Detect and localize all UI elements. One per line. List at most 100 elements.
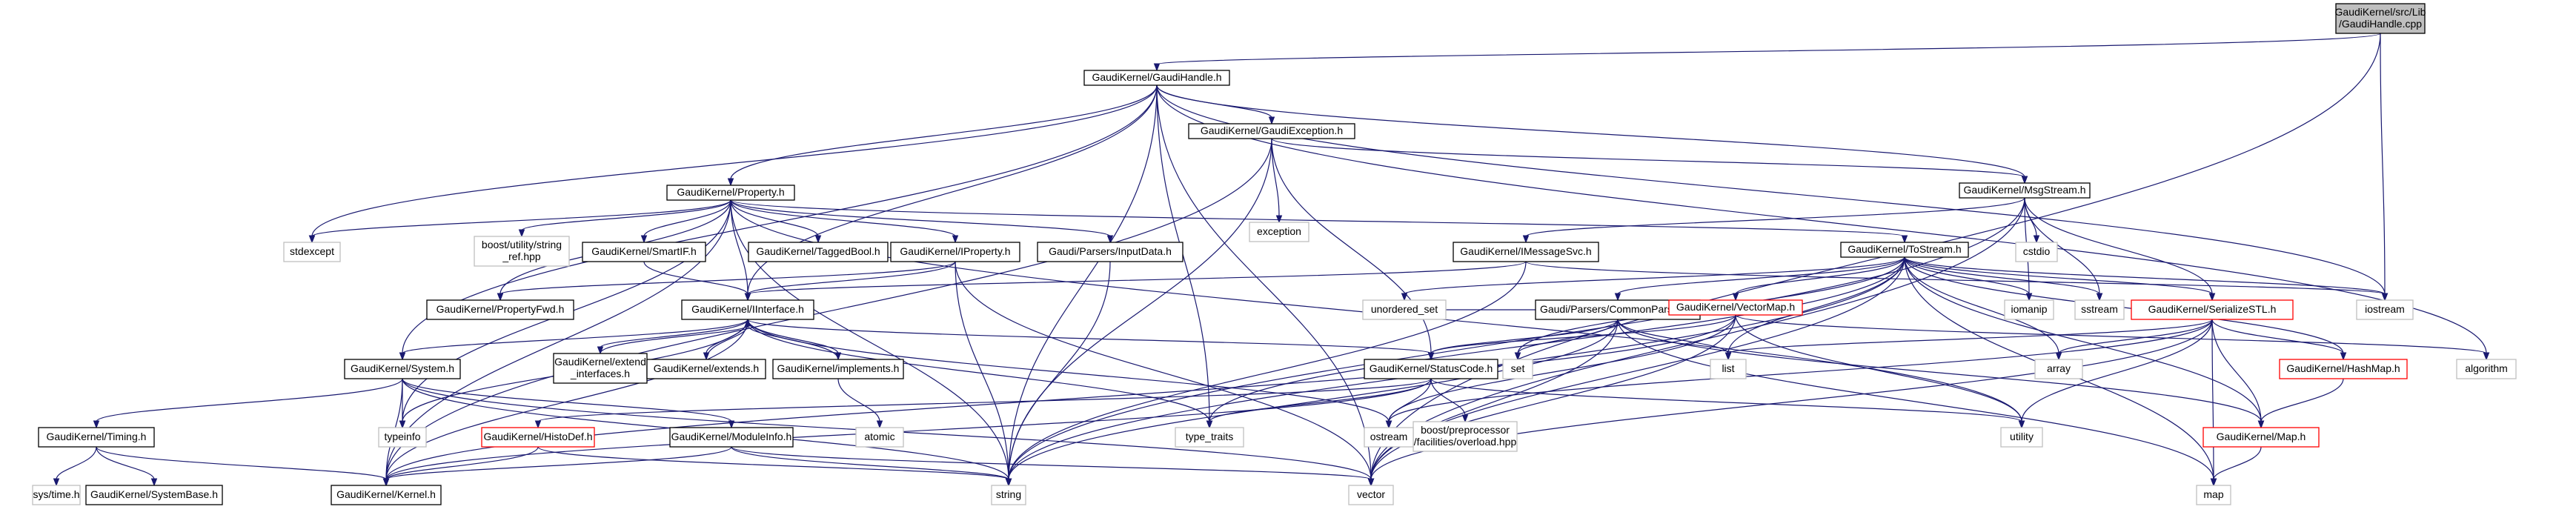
node-label: GaudiKernel/Timing.h (47, 431, 147, 442)
node-label: GaudiKernel/Map.h (2217, 431, 2306, 442)
node-label: GaudiKernel/GaudiException.h (1201, 124, 1343, 136)
edge-cparsers-to-set (1514, 319, 1619, 361)
node-label: GaudiKernel/StatusCode.h (1370, 362, 1493, 374)
node-label: iostream (2365, 303, 2405, 315)
edge-sc-to-ostream (1385, 378, 1432, 429)
node-label: GaudiKernel/GaudiHandle.h (1092, 71, 1221, 83)
edge-root-to-gh (1153, 33, 2381, 72)
edge-iprop-to-pfwd (497, 261, 956, 302)
node-label: GaudiKernel/SmartIF.h (591, 245, 697, 257)
edge-impl-to-atomic (837, 378, 883, 429)
node-label: GaudiKernel/HistoDef.h (483, 431, 592, 442)
node-histodef[interactable]: GaudiKernel/HistoDef.h (481, 427, 595, 448)
node-label: GaudiKernel/Kernel.h (336, 488, 436, 500)
node-extif[interactable]: GaudiKernel/extend_interfaces.h (553, 353, 648, 384)
node-smartif[interactable]: GaudiKernel/SmartIF.h (582, 242, 706, 262)
node-label: /GaudiHandle.cpp (2339, 18, 2422, 30)
node-label: GaudiKernel/SerializeSTL.h (2148, 303, 2277, 315)
node-root[interactable]: GaudiKernel/src/Lib/GaudiHandle.cpp (2335, 3, 2426, 34)
node-label: boost/preprocessor (1421, 424, 1510, 436)
node-typetraits: type_traits (1175, 427, 1244, 448)
edge-histodef-to-string (537, 446, 1012, 487)
node-atomic: atomic (855, 427, 904, 448)
edge-impl-to-iface (744, 318, 839, 360)
node-timing[interactable]: GaudiKernel/Timing.h (38, 427, 155, 448)
node-label: GaudiKernel/implements.h (777, 362, 900, 374)
edge-serstl-to-list (1724, 319, 2213, 361)
node-prop[interactable]: GaudiKernel/Property.h (666, 185, 795, 201)
edge-map-to-stdmap (2210, 446, 2262, 487)
node-iface[interactable]: GaudiKernel/IInterface.h (681, 299, 814, 320)
node-label: GaudiKernel/IProperty.h (900, 245, 1010, 257)
node-kernel[interactable]: GaudiKernel/Kernel.h (331, 485, 442, 505)
edge-prop-to-strref (518, 199, 731, 238)
node-sc[interactable]: GaudiKernel/StatusCode.h (1364, 359, 1498, 379)
edge-ge-to-exception (1271, 138, 1283, 224)
edge-sc-to-boostpp (1430, 378, 1469, 423)
node-extends[interactable]: GaudiKernel/extends.h (646, 359, 766, 379)
node-strref: boost/utility/string_ref.hpp (474, 236, 570, 267)
node-hashmap[interactable]: GaudiKernel/HashMap.h (2279, 359, 2408, 379)
edge-ms-to-imsg (1522, 197, 2025, 244)
node-label: unordered_set (1371, 303, 1438, 315)
edge-gh-to-vector (1156, 84, 1375, 487)
node-modinfo[interactable]: GaudiKernel/ModuleInfo.h (669, 427, 794, 448)
edge-iface-to-sc (747, 319, 1435, 361)
node-label: sys/time.h (33, 488, 79, 500)
node-iprop[interactable]: GaudiKernel/IProperty.h (890, 242, 1020, 262)
node-label: cstdio (2023, 245, 2051, 257)
node-label: algorithm (2465, 362, 2508, 374)
edge-tostream-to-iostream (1904, 256, 2389, 302)
edge-tostream-to-serstl (1904, 256, 2216, 302)
node-stdmap: map (2196, 485, 2231, 505)
edge-cparsers-to-sc (1427, 319, 1619, 361)
node-label: set (1511, 362, 1525, 374)
node-label: iomanip (2011, 303, 2047, 315)
node-label: array (2047, 362, 2071, 374)
edge-tostream-to-cparsers (1614, 256, 1905, 302)
edge-prop-to-iprop (730, 199, 959, 244)
edge-prop-to-tostream (730, 199, 1908, 244)
node-tagged[interactable]: GaudiKernel/TaggedBool.h (748, 242, 889, 262)
edge-modinfo-to-vector (731, 446, 1375, 487)
node-inputdata[interactable]: Gaudi/Parsers/InputData.h (1037, 242, 1184, 262)
node-sstream: sstream (2074, 299, 2125, 320)
node-ms[interactable]: GaudiKernel/MsgStream.h (1959, 182, 2091, 199)
node-set: set (1502, 359, 1533, 379)
edge-tostream-to-uset (1401, 256, 1905, 302)
node-label: string (996, 488, 1021, 500)
node-system[interactable]: GaudiKernel/System.h (344, 359, 461, 379)
node-tostream[interactable]: GaudiKernel/ToStream.h (1840, 242, 1969, 258)
node-label: _interfaces.h (570, 368, 630, 379)
edge-prop-to-smartif (640, 199, 731, 244)
edge-timing-to-systime (53, 446, 97, 487)
node-label: _ref.hpp (502, 250, 541, 262)
node-label: ostream (1370, 431, 1408, 442)
node-gh[interactable]: GaudiKernel/GaudiHandle.h (1083, 70, 1230, 86)
node-pfwd[interactable]: GaudiKernel/PropertyFwd.h (426, 299, 574, 320)
edge-gh-to-iface (744, 84, 1158, 302)
node-ostream: ostream (1364, 427, 1414, 448)
node-impl[interactable]: GaudiKernel/implements.h (772, 359, 904, 379)
node-cstdio: cstdio (2015, 242, 2058, 262)
node-ge[interactable]: GaudiKernel/GaudiException.h (1188, 123, 1355, 139)
edge-root-to-iostream (2380, 33, 2389, 302)
node-label: type_traits (1186, 431, 1234, 442)
edge-ge-to-sc (1271, 138, 1435, 361)
node-label: GaudiKernel/extend (554, 356, 646, 368)
node-serstl[interactable]: GaudiKernel/SerializeSTL.h (2131, 299, 2294, 320)
node-label: GaudiKernel/extends.h (654, 362, 759, 374)
edge-iface-to-system (399, 319, 748, 361)
node-imsg[interactable]: GaudiKernel/IMessageSvc.h (1453, 242, 1599, 262)
edge-vmap-to-sc (1427, 314, 1736, 361)
node-label: GaudiKernel/TaggedBool.h (756, 245, 880, 257)
edge-imsg-to-iface (744, 261, 1527, 302)
node-algorithm: algorithm (2456, 359, 2517, 379)
node-label: typeinfo (384, 431, 420, 442)
edge-serstl-to-hashmap (2211, 319, 2347, 361)
node-label: boost/utility/string (482, 239, 562, 250)
node-sysbase[interactable]: GaudiKernel/SystemBase.h (85, 485, 223, 505)
node-vmap[interactable]: GaudiKernel/VectorMap.h (1668, 299, 1803, 316)
node-map[interactable]: GaudiKernel/Map.h (2202, 427, 2320, 448)
